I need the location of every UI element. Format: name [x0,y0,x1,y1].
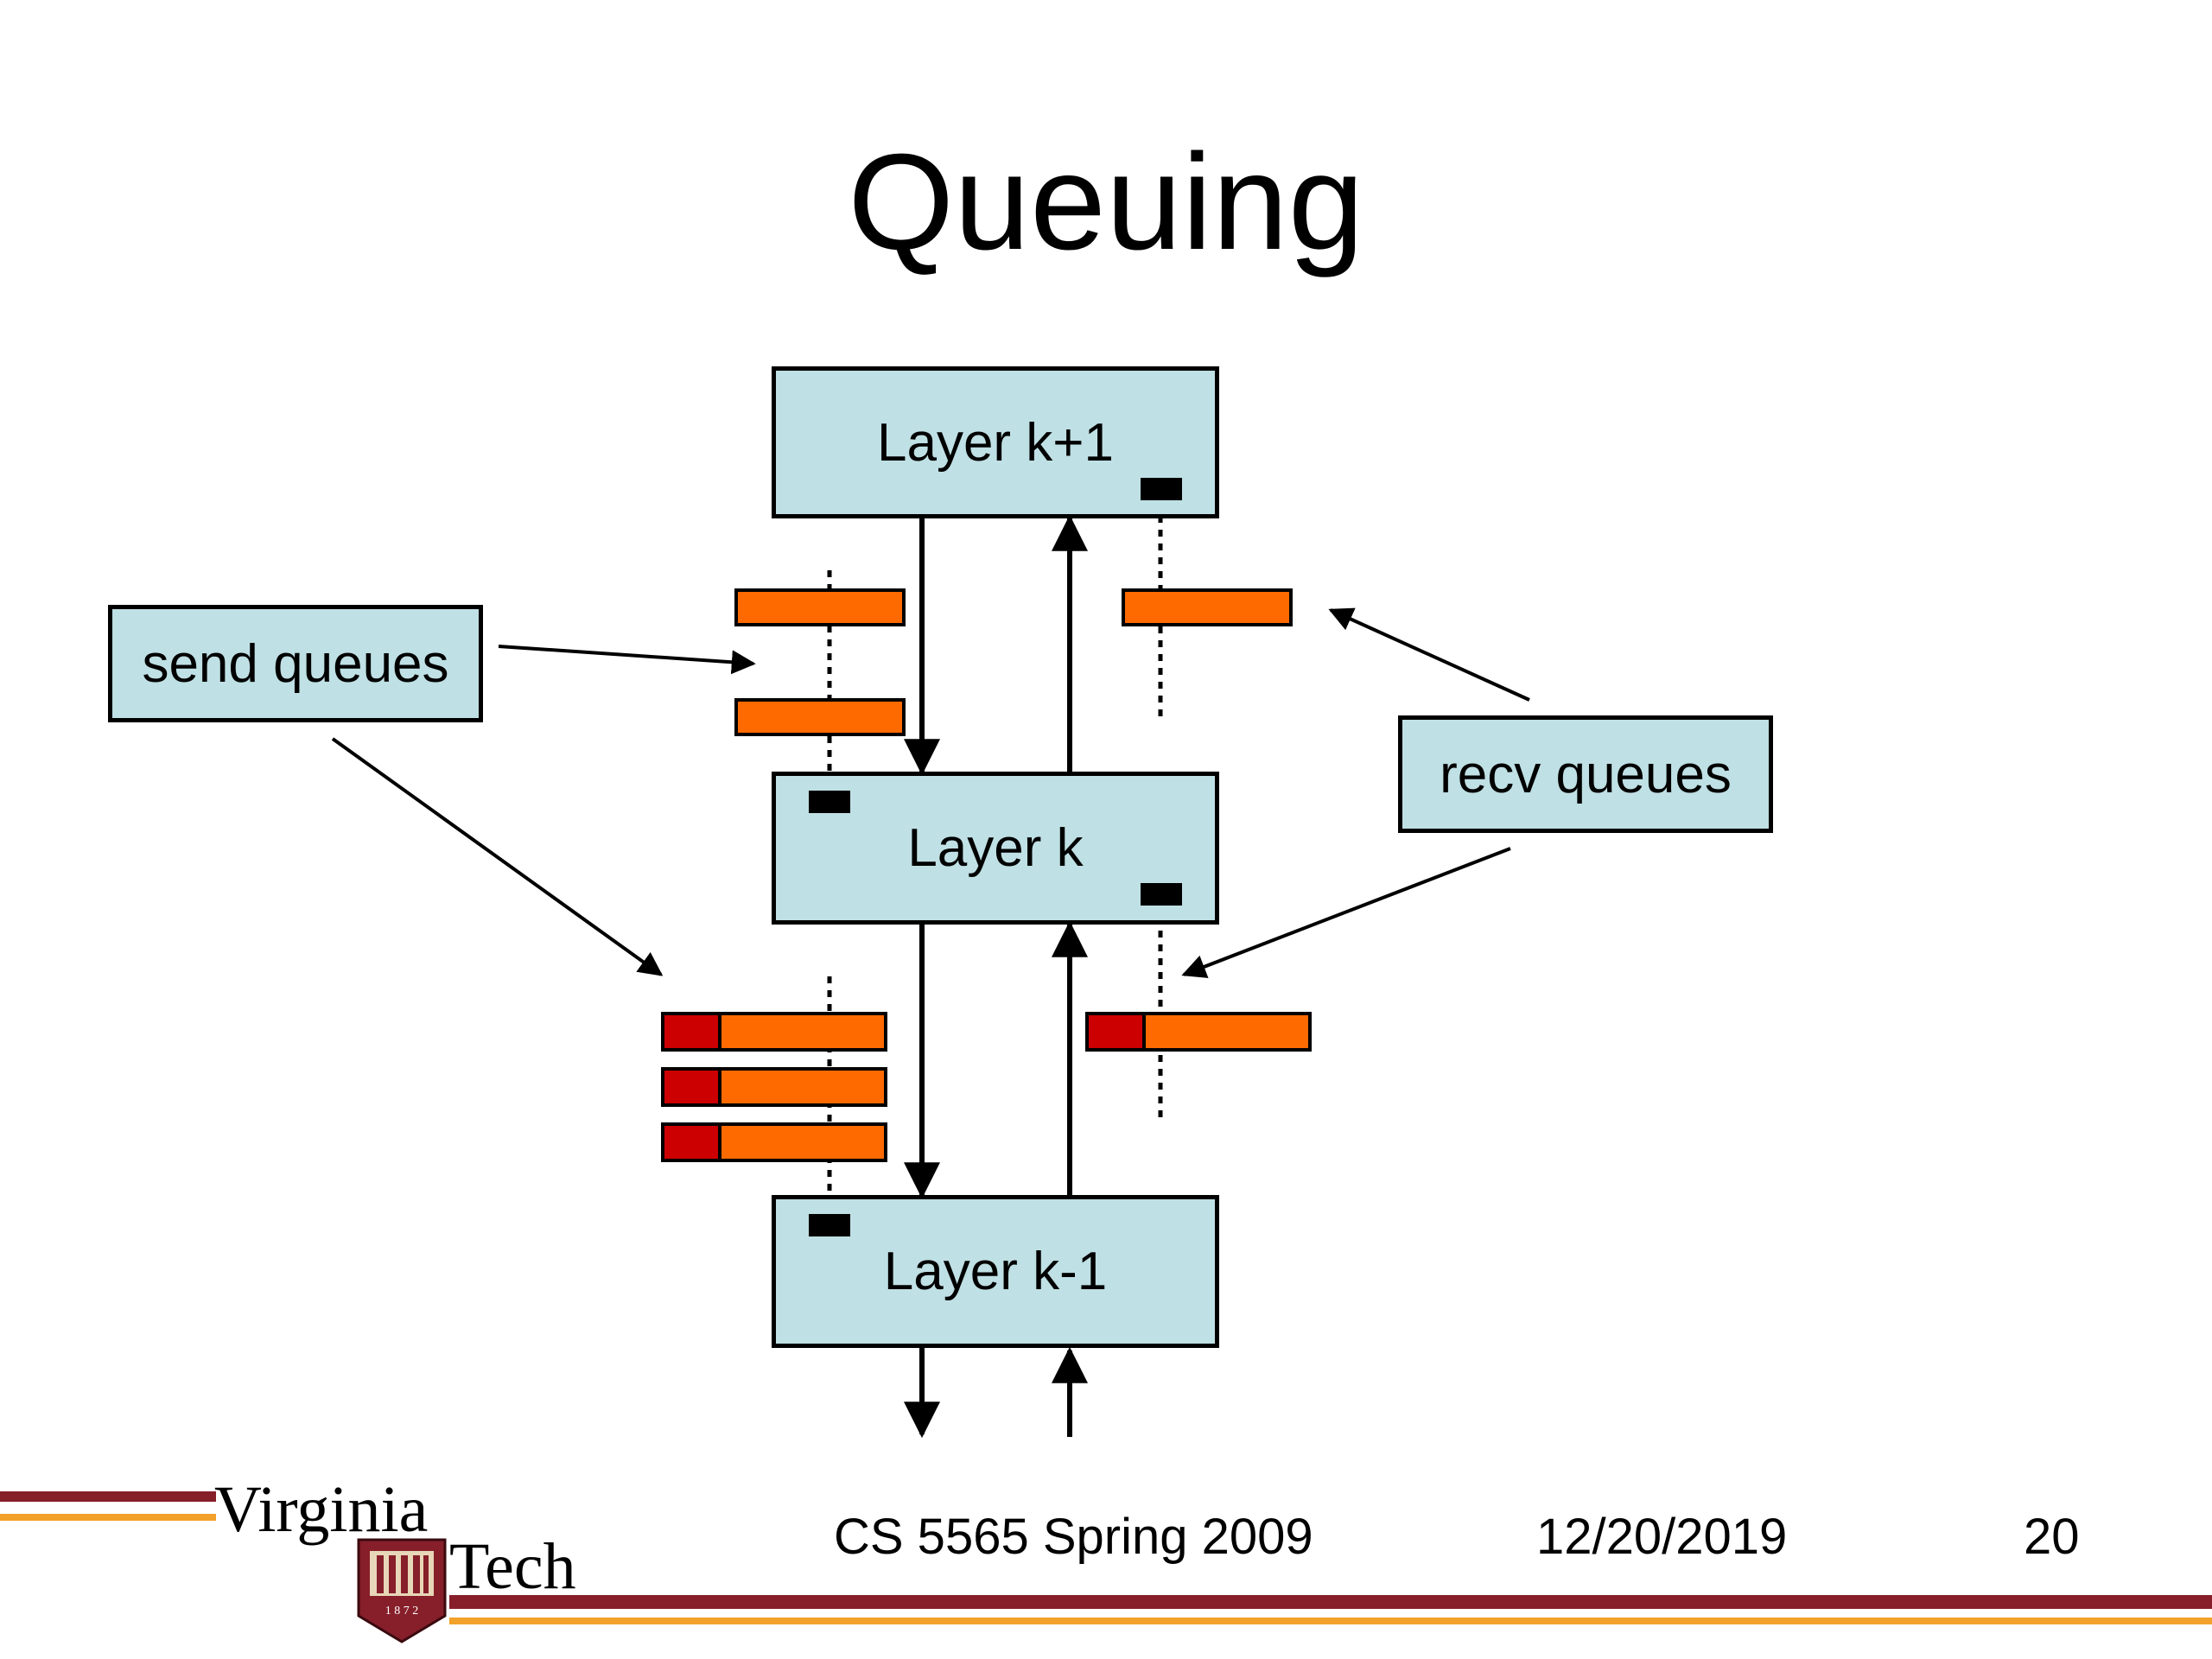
footer-course: CS 5565 Spring 2009 [834,1509,1313,1565]
footer-page-number: 20 [2024,1509,2080,1565]
layer-k-plus-1-label: Layer k+1 [876,412,1114,473]
footer-orange-band-right [449,1618,2212,1624]
slide-title: Queuing [848,126,1364,278]
send-arrow-lower [331,737,664,976]
pointer-marker-k-recv [1141,883,1182,906]
footer-bands [0,1491,2212,1624]
send-queues-box: send queues [108,605,483,722]
send-queue-bar-2 [734,698,906,736]
recv-queue-bar-2-header [1085,1012,1146,1052]
footer-date: 12/20/2019 [1536,1509,1788,1565]
send-queue-bar-3-header [661,1012,721,1052]
recv-queues-box: recv queues [1398,715,1773,833]
university-seal-icon: 1 8 7 2 [357,1538,447,1643]
footer-maroon-band-right [449,1595,2212,1609]
logo-text-virginia: Virginia [214,1473,428,1546]
send-queue-bar-1 [734,588,906,626]
send-queue-bar-4-header [661,1067,721,1107]
layer-k-minus-1-label: Layer k-1 [883,1242,1108,1301]
send-queue-bar-5-header [661,1122,721,1162]
recv-queue-bar-1 [1122,588,1293,626]
footer-orange-band-left [0,1514,216,1521]
label-arrows [331,607,1530,978]
footer-maroon-band-left [0,1491,216,1502]
svg-text:1 8 7 2: 1 8 7 2 [385,1605,419,1618]
send-arrow-upper [498,645,756,675]
recv-arrow-lower [1181,847,1511,978]
recv-queues-label: recv queues [1440,744,1732,804]
pointer-marker-k-1-send [809,1214,850,1236]
logo-text-tech: Tech [449,1530,576,1603]
queue-bars [661,588,1312,1162]
vertical-arrows [904,514,1088,1439]
pointer-marker-k1 [1141,478,1182,500]
virginia-tech-logo: Virginia Tech 1 8 7 2 [214,1473,576,1643]
recv-arrow-upper [1328,607,1530,702]
pointer-marker-k-send [809,791,850,813]
layer-k-label: Layer k [907,818,1084,878]
send-queues-label: send queues [142,633,449,694]
